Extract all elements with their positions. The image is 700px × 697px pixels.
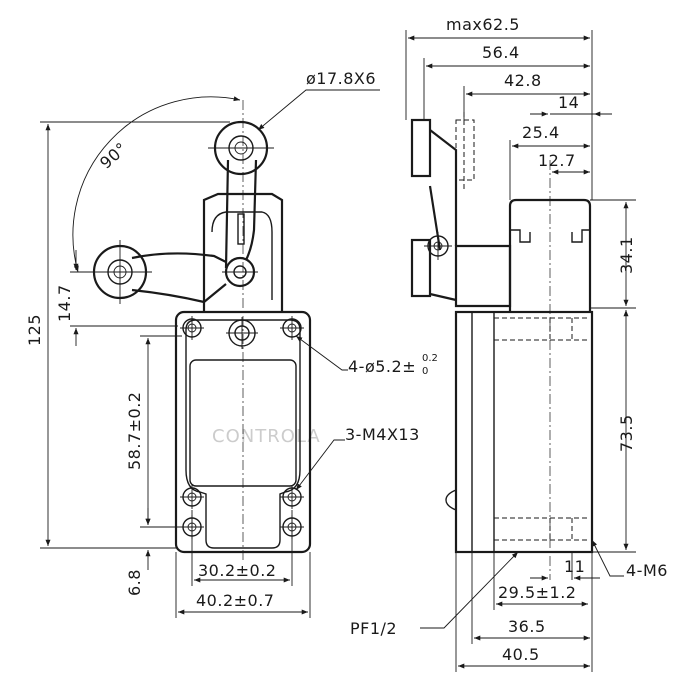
top-mount-holes <box>180 316 304 349</box>
dim-25-label: 25.4 <box>522 123 560 142</box>
holes-tol-upper: 0.2 <box>422 353 438 364</box>
dim-34-label: 34.1 <box>617 236 636 274</box>
front-view: CONTROLA <box>25 69 438 618</box>
screws-leader <box>295 439 345 491</box>
holes-label: 4-ø5.2± <box>348 357 416 376</box>
side-view: max62.5 56.4 42.8 14 25.4 12.7 34.1 73.5 <box>350 15 668 672</box>
dim-12-label: 12.7 <box>538 151 576 170</box>
dim-14-7-label: 14.7 <box>55 284 74 322</box>
watermark: CONTROLA <box>212 426 321 447</box>
bottom-mount-holes <box>180 485 304 539</box>
dim-40-2-label: 40.2±0.7 <box>196 591 274 610</box>
dim-36-label: 36.5 <box>508 617 546 636</box>
conduit-label: PF1/2 <box>350 619 397 638</box>
dim-42-label: 42.8 <box>504 71 542 90</box>
dim-14-label: 14 <box>558 93 579 112</box>
holes-tol-lower: 0 <box>422 366 428 377</box>
side-roller <box>410 118 432 178</box>
dim-6-8-label: 6.8 <box>125 569 144 596</box>
side-head-detail <box>510 229 590 243</box>
angle-label: 90° <box>96 138 131 172</box>
dim-125-label: 125 <box>25 314 44 346</box>
dim-73-label: 73.5 <box>617 414 636 452</box>
side-roller-lower <box>410 238 432 298</box>
holes-leader <box>295 335 348 371</box>
side-body <box>454 310 594 554</box>
dim-56-label: 56.4 <box>482 43 520 62</box>
thread-label: 4-M6 <box>626 561 668 580</box>
angle-arc <box>72 96 241 273</box>
side-lever <box>428 129 458 302</box>
side-shaft-housing <box>454 244 512 308</box>
dim-62-label: max62.5 <box>446 15 520 34</box>
dim-58-label: 58.7±0.2 <box>125 392 144 470</box>
conduit-leader <box>420 551 519 629</box>
roller-leader <box>257 89 380 131</box>
thread-leader <box>591 539 624 577</box>
dim-29-label: 29.5±1.2 <box>498 583 576 602</box>
dim-11-label: 11 <box>564 557 585 576</box>
side-roller-alt <box>455 119 475 181</box>
screws-label: 3-M4X13 <box>345 425 420 444</box>
dim-40-5-label: 40.5 <box>502 645 540 664</box>
roller-dim-label: ø17.8X6 <box>306 69 376 88</box>
dim-30-label: 30.2±0.2 <box>198 561 276 580</box>
side-bump <box>445 489 457 511</box>
housing-inner-frame <box>185 319 301 549</box>
